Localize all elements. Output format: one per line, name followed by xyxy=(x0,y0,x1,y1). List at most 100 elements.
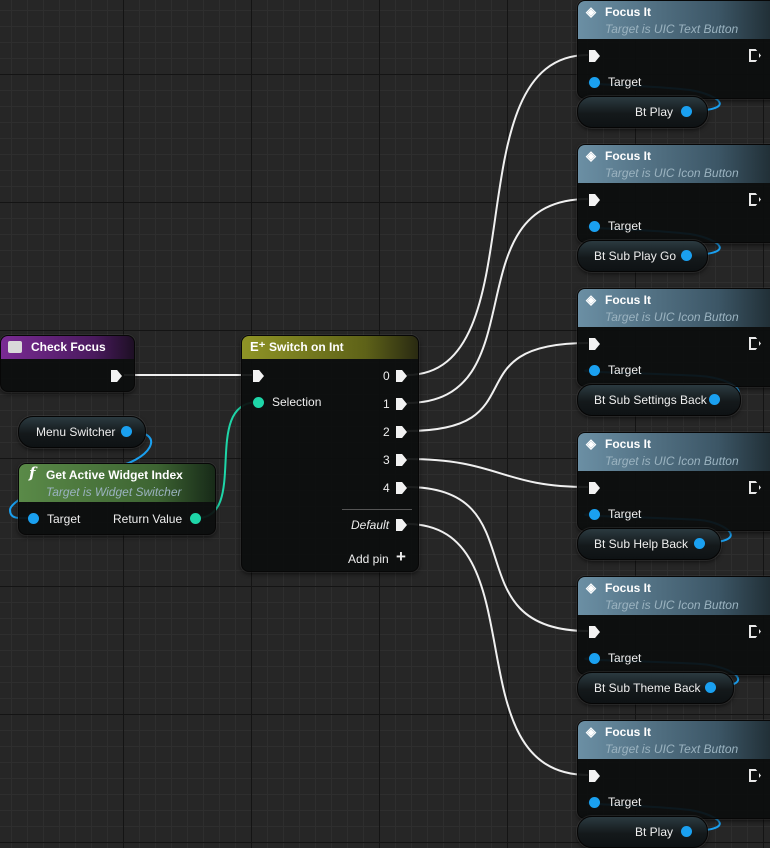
exec-wire-switch-1 xyxy=(406,198,589,404)
focus-it-header: ◈ Focus It Target is UIC Icon Button xyxy=(578,577,770,615)
focus-target-variable-1[interactable]: Bt Sub Play Go xyxy=(577,240,708,272)
focus-target-variable-2[interactable]: Bt Sub Settings Back xyxy=(577,384,741,416)
focus-target-variable-4[interactable]: Bt Sub Theme Back xyxy=(577,672,734,704)
switch-output-label-1: 1 xyxy=(383,397,390,411)
focus-it-subtitle: Target is UIC Icon Button xyxy=(605,310,739,324)
switch-exec-out-0[interactable] xyxy=(396,370,407,382)
focus-it-exec-in[interactable] xyxy=(589,770,600,782)
focus-it-target-label: Target xyxy=(608,795,642,809)
variable-out-pin[interactable] xyxy=(694,538,705,549)
focus-it-exec-out[interactable] xyxy=(749,481,761,494)
function-call-icon: ◈ xyxy=(586,580,596,595)
exec-wire-switch-3 xyxy=(406,458,589,488)
variable-out-pin[interactable] xyxy=(681,106,692,117)
focus-target-variable-5[interactable]: Bt Play xyxy=(577,816,708,848)
focus-it-subtitle: Target is UIC Icon Button xyxy=(605,454,739,468)
switch-exec-in[interactable] xyxy=(253,370,264,382)
focus-it-title: Focus It xyxy=(605,5,652,19)
focus-it-target-pin[interactable] xyxy=(589,509,600,520)
variable-label: Bt Sub Help Back xyxy=(594,537,689,551)
switch-exec-out-4[interactable] xyxy=(396,482,407,494)
focus-it-exec-in[interactable] xyxy=(589,482,600,494)
check-focus-header: Check Focus xyxy=(1,336,134,359)
focus-it-node-4[interactable]: ◈ Focus It Target is UIC Icon Button Tar… xyxy=(577,576,770,675)
focus-it-node-1[interactable]: ◈ Focus It Target is UIC Icon Button Tar… xyxy=(577,144,770,243)
focus-target-variable-3[interactable]: Bt Sub Help Back xyxy=(577,528,721,560)
add-pin-icon[interactable]: + xyxy=(396,547,406,566)
focus-it-exec-out[interactable] xyxy=(749,625,761,638)
focus-it-header: ◈ Focus It Target is UIC Text Button xyxy=(578,1,770,39)
focus-it-target-label: Target xyxy=(608,363,642,377)
check-focus-node[interactable]: Check Focus xyxy=(0,335,135,392)
focus-it-exec-out[interactable] xyxy=(749,769,761,782)
focus-it-subtitle: Target is UIC Text Button xyxy=(605,22,739,36)
focus-it-target-pin[interactable] xyxy=(589,365,600,376)
switch-exec-out-2[interactable] xyxy=(396,426,407,438)
check-focus-exec-out[interactable] xyxy=(111,370,122,382)
focus-it-target-label: Target xyxy=(608,219,642,233)
focus-it-title: Focus It xyxy=(605,725,652,739)
switch-on-int-header: E⁺ Switch on Int xyxy=(242,336,418,359)
menu-switcher-out-pin[interactable] xyxy=(121,426,132,437)
focus-it-title: Focus It xyxy=(605,149,652,163)
focus-it-node-2[interactable]: ◈ Focus It Target is UIC Icon Button Tar… xyxy=(577,288,770,387)
get-active-return-pin[interactable] xyxy=(190,513,201,524)
get-active-return-label: Return Value xyxy=(113,512,183,526)
focus-it-node-5[interactable]: ◈ Focus It Target is UIC Text Button Tar… xyxy=(577,720,770,819)
variable-label: Bt Sub Settings Back xyxy=(594,393,707,407)
focus-it-target-pin[interactable] xyxy=(589,221,600,232)
focus-it-subtitle: Target is UIC Text Button xyxy=(605,742,739,756)
switch-add-pin-label[interactable]: Add pin xyxy=(348,552,389,566)
event-icon xyxy=(8,341,22,353)
focus-it-exec-out[interactable] xyxy=(749,193,761,206)
focus-it-exec-out[interactable] xyxy=(749,337,761,350)
variable-out-pin[interactable] xyxy=(709,394,720,405)
switch-exec-out-1[interactable] xyxy=(396,398,407,410)
variable-out-pin[interactable] xyxy=(705,682,716,693)
function-call-icon: ◈ xyxy=(586,724,596,739)
focus-target-variable-0[interactable]: Bt Play xyxy=(577,96,708,128)
variable-label: Bt Play xyxy=(635,105,674,119)
variable-out-pin[interactable] xyxy=(681,250,692,261)
focus-it-header: ◈ Focus It Target is UIC Text Button xyxy=(578,721,770,759)
switch-on-int-node[interactable]: E⁺ Switch on Int Selection 0 1 2 3 4 Def… xyxy=(241,335,419,572)
switch-selection-label: Selection xyxy=(272,395,322,409)
function-call-icon: ◈ xyxy=(586,148,596,163)
menu-switcher-variable[interactable]: Menu Switcher xyxy=(18,416,146,448)
get-active-widget-index-title: Get Active Widget Index xyxy=(46,468,183,482)
focus-it-exec-out[interactable] xyxy=(749,49,761,62)
focus-it-header: ◈ Focus It Target is UIC Icon Button xyxy=(578,433,770,471)
get-active-widget-index-node[interactable]: f Get Active Widget Index Target is Widg… xyxy=(18,463,216,535)
function-call-icon: ◈ xyxy=(586,4,596,19)
focus-it-target-pin[interactable] xyxy=(589,653,600,664)
focus-it-exec-in[interactable] xyxy=(589,194,600,206)
exec-wire-switch-0 xyxy=(406,54,589,376)
focus-it-node-3[interactable]: ◈ Focus It Target is UIC Icon Button Tar… xyxy=(577,432,770,531)
switch-exec-out-3[interactable] xyxy=(396,454,407,466)
get-active-widget-index-header: f Get Active Widget Index Target is Widg… xyxy=(19,464,215,502)
menu-switcher-label: Menu Switcher xyxy=(36,425,116,439)
focus-it-node-0[interactable]: ◈ Focus It Target is UIC Text Button Tar… xyxy=(577,0,770,99)
focus-it-title: Focus It xyxy=(605,437,652,451)
focus-it-exec-in[interactable] xyxy=(589,50,600,62)
focus-it-target-label: Target xyxy=(608,507,642,521)
exec-wire-switch-2 xyxy=(406,342,589,432)
switch-selection-pin[interactable] xyxy=(253,397,264,408)
focus-it-header: ◈ Focus It Target is UIC Icon Button xyxy=(578,145,770,183)
focus-it-target-pin[interactable] xyxy=(589,77,600,88)
get-active-target-pin[interactable] xyxy=(28,513,39,524)
focus-it-subtitle: Target is UIC Icon Button xyxy=(605,598,739,612)
get-active-target-label: Target xyxy=(47,512,81,526)
switch-icon: E⁺ xyxy=(250,339,266,354)
variable-label: Bt Sub Play Go xyxy=(594,249,677,263)
focus-it-target-label: Target xyxy=(608,651,642,665)
focus-it-exec-in[interactable] xyxy=(589,338,600,350)
switch-exec-out-default[interactable] xyxy=(396,519,407,531)
variable-label: Bt Play xyxy=(635,825,674,839)
focus-it-exec-in[interactable] xyxy=(589,626,600,638)
focus-it-target-pin[interactable] xyxy=(589,797,600,808)
focus-it-target-label: Target xyxy=(608,75,642,89)
function-call-icon: ◈ xyxy=(586,436,596,451)
switch-output-label-4: 4 xyxy=(383,481,390,495)
variable-out-pin[interactable] xyxy=(681,826,692,837)
